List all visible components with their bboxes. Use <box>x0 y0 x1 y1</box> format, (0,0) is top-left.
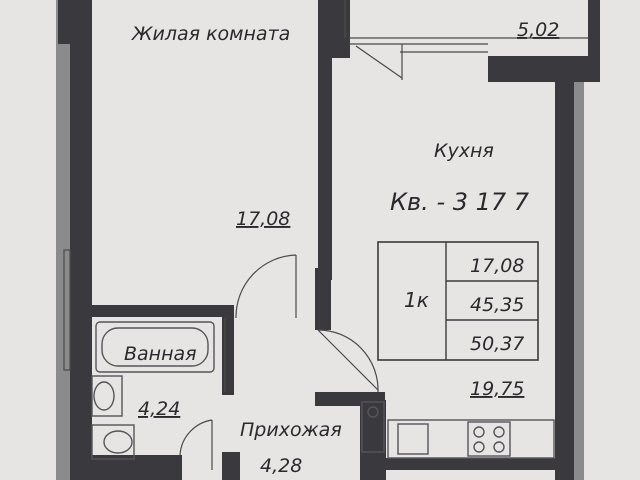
burner-1-icon <box>473 426 485 438</box>
balcony-door-leaf <box>355 45 403 79</box>
area-table-frame <box>377 241 539 361</box>
table-total-area: 45,35 <box>470 294 524 316</box>
stove-icon <box>467 421 511 457</box>
toilet-door <box>179 419 213 470</box>
sink-icon <box>91 375 123 417</box>
living-room-door <box>235 254 297 319</box>
doors <box>179 254 379 470</box>
area-table <box>377 241 539 361</box>
bathtub-icon <box>95 321 215 373</box>
toilet-icon <box>91 424 135 460</box>
outer-left-wall-shade <box>56 0 70 480</box>
apartment-number: Кв. - 3 17 7 <box>390 188 530 216</box>
fixtures <box>91 321 555 460</box>
kitchen-bottom-wall <box>385 458 560 470</box>
sink-bowl-icon <box>93 381 115 411</box>
bathtub-inner-icon <box>101 327 209 367</box>
kitchen-door <box>317 329 379 393</box>
kitchen-counter-icon <box>387 419 555 459</box>
labels: Жилая комната 17,08 5,02 Кухня Кв. - 3 1… <box>124 19 559 477</box>
bathroom-top-wall <box>92 305 232 317</box>
outer-right-wall-shade <box>574 82 584 480</box>
kitchen-label: Кухня <box>434 140 494 162</box>
balcony-right-wall <box>588 0 600 60</box>
living-kitchen-wall-low <box>315 268 331 330</box>
bottom-mid-wall <box>222 452 240 480</box>
balcony-bottom-wall <box>488 56 600 82</box>
balcony-area: 5,02 <box>517 19 559 41</box>
hallway-area: 4,28 <box>260 455 302 477</box>
bathroom-area: 4,24 <box>138 398 180 420</box>
living-room-label: Жилая комната <box>131 23 290 45</box>
table-living-area: 17,08 <box>470 255 524 277</box>
rooms-count: 1к <box>404 288 429 312</box>
vent-circle-icon <box>367 406 379 418</box>
burner-4-icon <box>493 441 505 453</box>
walls <box>56 0 600 480</box>
toilet-bowl-icon <box>103 430 133 454</box>
hallway-label: Прихожая <box>240 419 342 441</box>
windows-and-lines <box>63 0 588 371</box>
burner-3-icon <box>473 441 485 453</box>
left-window <box>63 249 71 371</box>
kitchen-sink-icon <box>397 423 429 455</box>
kitchen-shaft-wall <box>360 400 386 480</box>
burner-2-icon <box>493 426 505 438</box>
left-wall-pier <box>58 0 74 44</box>
table-total-area-balcony: 50,37 <box>470 333 524 355</box>
living-room-area: 17,08 <box>236 208 290 230</box>
kitchen-area: 19,75 <box>470 378 524 400</box>
outer-left-wall <box>70 0 92 480</box>
bathroom-label: Ванная <box>124 343 197 365</box>
vent-shaft-icon <box>361 401 385 453</box>
living-kitchen-wall <box>318 0 332 280</box>
bathroom-right-wall <box>222 305 234 395</box>
